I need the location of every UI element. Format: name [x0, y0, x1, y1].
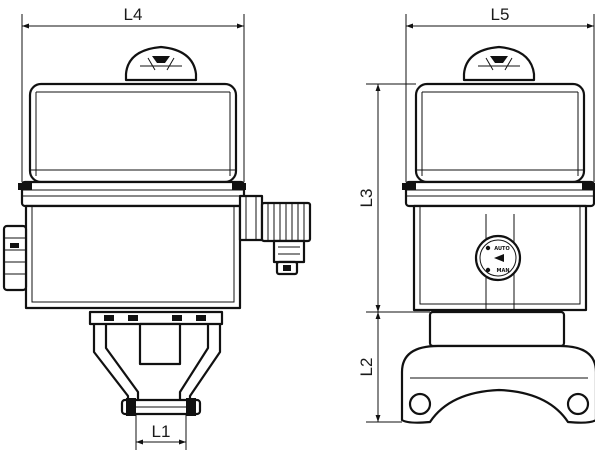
selector-auto-label: AUTO [494, 246, 509, 252]
housing-cover-side [414, 82, 586, 184]
side-view: AUTO MAN L5 L3 [357, 5, 595, 424]
dimension-l1: L1 [135, 414, 187, 450]
dimension-l1-label: L1 [152, 422, 171, 441]
housing-cover-front [28, 82, 238, 184]
front-view: L4 L1 [2, 5, 312, 450]
housing-flange-front [18, 180, 246, 208]
housing-flange-side [402, 180, 595, 208]
dimension-l3: L3 [357, 83, 430, 313]
electrical-connector-front [238, 194, 312, 276]
dimension-l2: L2 [357, 312, 402, 423]
handwheel-knob-front [124, 45, 198, 82]
dimension-l5: L5 [405, 5, 595, 182]
dimension-l4: L4 [21, 5, 245, 182]
dimension-l2-label: L2 [357, 358, 376, 377]
mounting-saddle-side [400, 310, 595, 424]
dimension-l3-label: L3 [357, 189, 376, 208]
handwheel-knob-side [462, 45, 536, 82]
dimension-l5-label: L5 [491, 5, 510, 24]
housing-body-front [24, 204, 242, 310]
mounting-bracket-front [88, 310, 224, 416]
selector-man-label: MAN [496, 268, 509, 274]
cable-gland-front [2, 224, 28, 292]
selector-switch: AUTO MAN [474, 214, 522, 310]
dimension-l4-label: L4 [124, 5, 143, 24]
